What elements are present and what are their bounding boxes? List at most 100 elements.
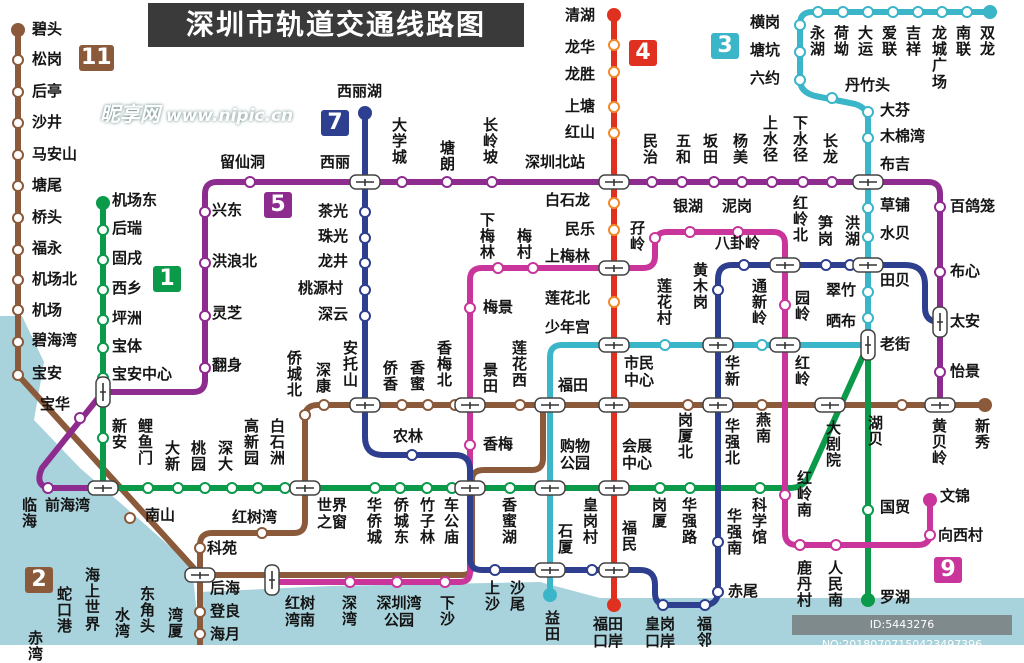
station-label: 松岗 bbox=[32, 50, 63, 68]
line-1-badge: 1 bbox=[153, 266, 181, 292]
station-label: 六约 bbox=[750, 69, 781, 87]
station-label: 少年宫 bbox=[545, 318, 591, 336]
station-marker bbox=[12, 369, 24, 381]
station-label: 南山 bbox=[145, 506, 176, 524]
station-label: 翻身 bbox=[212, 356, 243, 374]
station-label: 桥头 bbox=[32, 208, 63, 226]
interchange-marker bbox=[349, 397, 381, 413]
station-label: 深云 bbox=[318, 305, 349, 323]
station-label: 水湾 bbox=[115, 606, 131, 641]
interchange-marker bbox=[852, 174, 884, 190]
station-label: 赤湾 bbox=[28, 629, 44, 663]
station-marker bbox=[199, 310, 211, 322]
line-3-route bbox=[547, 9, 993, 598]
line-2-badge: 2 bbox=[25, 567, 53, 593]
station-label: 爱联 bbox=[882, 24, 898, 59]
interchange-marker bbox=[598, 174, 630, 190]
station-label: 梅景 bbox=[483, 298, 514, 316]
station-marker bbox=[961, 6, 973, 18]
station-label: 龙胜 bbox=[565, 65, 596, 83]
station-label: 香蜜 bbox=[410, 359, 426, 394]
station-marker bbox=[199, 362, 211, 374]
station-marker bbox=[934, 201, 946, 213]
station-marker bbox=[421, 482, 433, 494]
station-marker bbox=[406, 449, 418, 461]
terminal-station-marker bbox=[11, 23, 25, 37]
station-label: 五和 bbox=[676, 132, 692, 167]
station-marker bbox=[654, 482, 666, 494]
station-label: 香蜜湖 bbox=[502, 496, 518, 547]
line-9-badge: 9 bbox=[934, 557, 962, 583]
station-label: 园岭 bbox=[795, 289, 811, 324]
station-marker bbox=[608, 66, 620, 78]
station-label: 福田口岸 bbox=[593, 615, 624, 650]
station-label: 华新 bbox=[725, 354, 741, 389]
station-label: 沙井 bbox=[32, 113, 63, 131]
station-label: 临海 bbox=[22, 496, 38, 531]
station-marker bbox=[608, 296, 620, 308]
interchange-marker bbox=[454, 480, 486, 496]
station-label: 赤尾 bbox=[728, 582, 759, 600]
line-1-route bbox=[100, 200, 871, 603]
interchange-marker bbox=[702, 397, 734, 413]
station-label: 深圳北站 bbox=[525, 153, 586, 171]
interchange-marker bbox=[95, 376, 111, 408]
station-label: 莲花北 bbox=[545, 289, 591, 307]
terminal-station-marker bbox=[983, 5, 997, 19]
station-label: 马安山 bbox=[32, 145, 78, 163]
station-marker bbox=[779, 489, 791, 501]
terminal-station-marker bbox=[607, 8, 621, 22]
station-marker bbox=[97, 342, 109, 354]
station-marker bbox=[646, 176, 658, 188]
line-11-badge: 11 bbox=[79, 45, 114, 71]
station-label: 布吉 bbox=[880, 155, 911, 173]
station-marker bbox=[12, 117, 24, 129]
interchange-marker bbox=[852, 257, 884, 273]
station-label: 上沙 bbox=[485, 579, 501, 614]
station-marker bbox=[318, 399, 330, 411]
station-marker bbox=[12, 304, 24, 316]
station-marker bbox=[736, 176, 748, 188]
watermark-url: www.nipic.cn bbox=[166, 106, 294, 126]
station-marker bbox=[172, 482, 184, 494]
station-marker bbox=[194, 628, 206, 640]
station-marker bbox=[97, 224, 109, 236]
station-marker bbox=[489, 564, 501, 576]
interchange-marker bbox=[814, 397, 846, 413]
terminal-station-marker bbox=[358, 106, 372, 120]
station-label: 坪洲 bbox=[112, 309, 143, 327]
station-label: 大芬 bbox=[880, 101, 911, 119]
station-label: 科苑 bbox=[207, 539, 238, 557]
station-label: 燕南 bbox=[756, 411, 772, 446]
station-label: 桃源村 bbox=[298, 279, 344, 297]
station-label: 华强北 bbox=[725, 417, 741, 468]
station-label: 百鸽笼 bbox=[950, 197, 996, 215]
station-marker bbox=[12, 86, 24, 98]
station-marker bbox=[359, 310, 371, 322]
station-marker bbox=[794, 74, 806, 86]
station-marker bbox=[756, 339, 768, 351]
station-label: 红树湾南 bbox=[285, 594, 316, 629]
station-label: 孖岭 bbox=[630, 219, 646, 254]
line-7-badge: 7 bbox=[321, 110, 349, 136]
station-label: 龙华 bbox=[565, 38, 596, 56]
station-label: 宝体 bbox=[112, 337, 143, 355]
station-marker bbox=[226, 482, 238, 494]
interchange-marker bbox=[598, 397, 630, 413]
station-marker bbox=[422, 399, 434, 411]
station-marker bbox=[608, 224, 620, 236]
terminal-station-marker bbox=[543, 588, 557, 602]
station-label: 购物公园 bbox=[560, 437, 591, 472]
station-label: 福田 bbox=[558, 376, 589, 394]
station-label: 景田 bbox=[483, 361, 499, 396]
station-label: 横岗 bbox=[750, 13, 781, 31]
station-marker bbox=[492, 262, 504, 274]
interchange-marker bbox=[289, 480, 321, 496]
interchange-marker bbox=[598, 260, 630, 276]
station-label: 民乐 bbox=[565, 220, 596, 238]
station-label: 晒布 bbox=[826, 312, 857, 330]
interchange-marker bbox=[184, 567, 216, 583]
station-label: 塘尾 bbox=[32, 176, 63, 194]
station-label: 机场 bbox=[32, 301, 63, 319]
